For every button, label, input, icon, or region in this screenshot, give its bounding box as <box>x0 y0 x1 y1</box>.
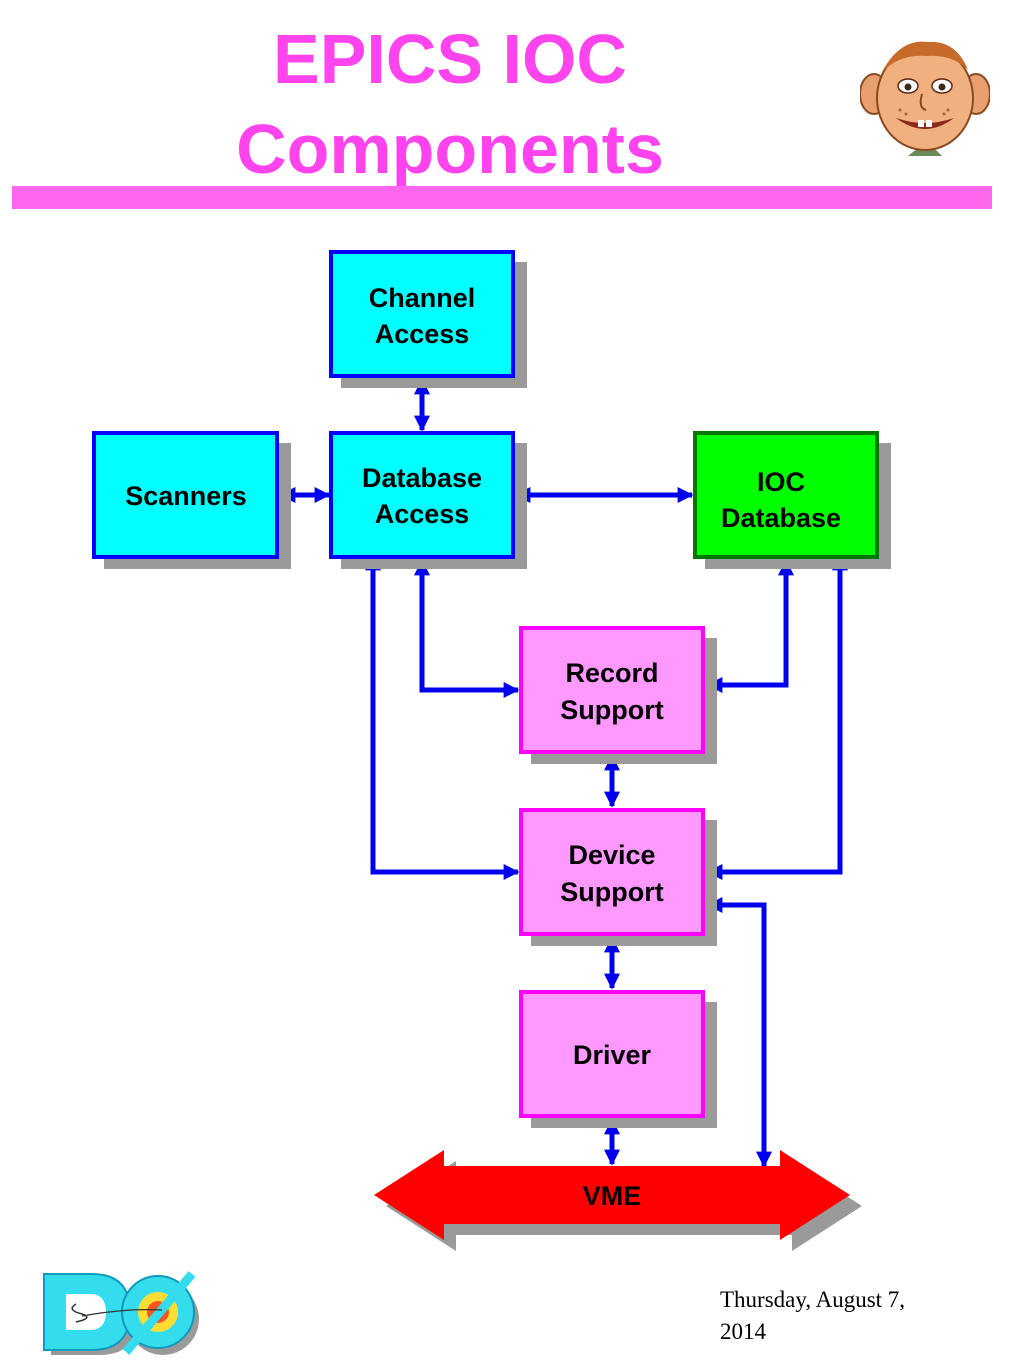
ioc-database-box: IOC Database <box>693 431 891 569</box>
device-support-box: Device Support <box>519 808 717 946</box>
device-support-line-1: Device <box>568 840 655 870</box>
channel-access-box: Channel Access <box>329 250 527 388</box>
arrow-database-device-support <box>364 554 520 881</box>
database-access-box: Database Access <box>329 431 527 569</box>
arrow-ioc-db-record-support <box>706 559 795 694</box>
device-support-line-2: Support <box>560 877 663 907</box>
vme-bus: VME <box>374 1150 862 1251</box>
driver-label: Driver <box>573 1040 652 1070</box>
ioc-database-line-1: IOC <box>757 467 805 497</box>
footer-date-line-2: 2014 <box>720 1319 766 1344</box>
arrow-device-support-vme <box>706 896 773 1168</box>
database-access-line-2: Access <box>375 499 470 529</box>
record-support-line-2: Support <box>560 695 663 725</box>
vme-bus-arrow <box>374 1150 850 1240</box>
footer-date: Thursday, August 7, 2014 <box>720 1284 980 1348</box>
footer-date-line-1: Thursday, August 7, <box>720 1287 906 1312</box>
page-title: EPICS IOC Components <box>140 14 760 194</box>
scanners-label: Scanners <box>125 481 247 511</box>
title-line-2: Components <box>236 110 664 188</box>
arrow-ioc-db-device-support <box>706 554 849 881</box>
channel-access-line-1: Channel <box>369 283 476 313</box>
scanners-box: Scanners <box>92 431 291 569</box>
vme-label: VME <box>583 1181 642 1211</box>
record-support-box: Record Support <box>519 626 717 764</box>
title-line-1: EPICS IOC <box>273 20 627 98</box>
d0-logo-image <box>43 1271 199 1355</box>
title-rule <box>12 186 992 209</box>
channel-access-line-2: Access <box>375 319 470 349</box>
arrow-database-record-support <box>413 559 520 699</box>
ioc-database-line-2: Database <box>721 503 841 533</box>
driver-box: Driver <box>519 990 717 1128</box>
connectors <box>279 378 849 1168</box>
record-support-line-1: Record <box>565 658 658 688</box>
mascot-face-image <box>860 41 990 156</box>
database-access-line-1: Database <box>362 463 482 493</box>
